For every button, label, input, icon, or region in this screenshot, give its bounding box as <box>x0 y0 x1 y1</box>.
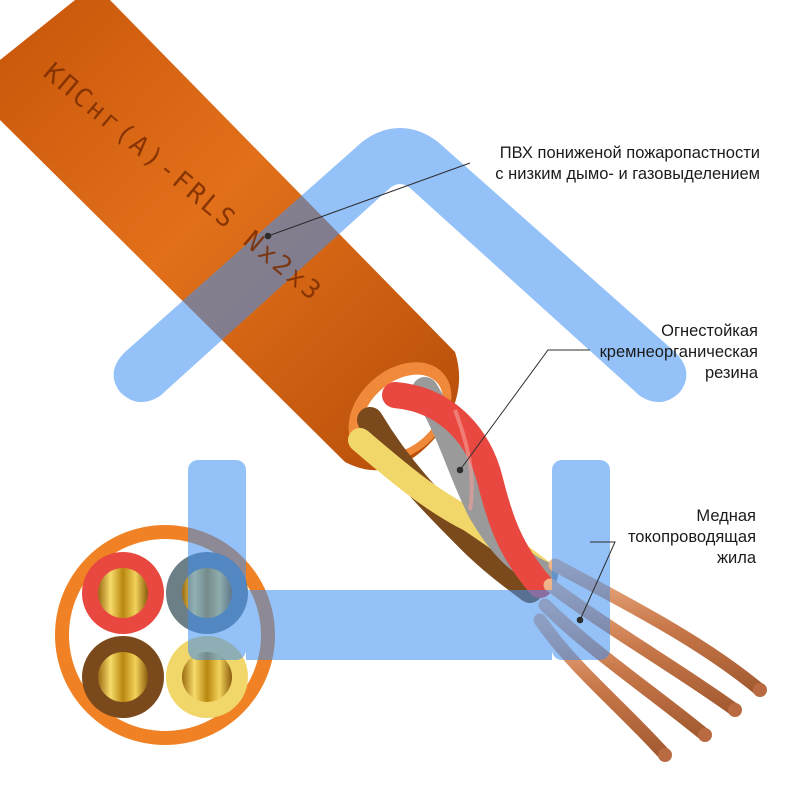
label-conductor-line1: Медная <box>696 507 756 525</box>
twisted-cores <box>348 377 558 603</box>
label-conductor-line2: токопроводящая <box>627 528 756 546</box>
label-insulation-line2: кремнеорганическая <box>599 343 758 361</box>
label-sheath-line1: ПВХ пониженой пожаропастности <box>499 144 760 162</box>
label-sheath-line2: с низким дымо- и газовыделением <box>495 165 760 183</box>
cable-cross-section <box>55 525 275 745</box>
label-sheath: ПВХ пониженой пожаропастности с низким д… <box>495 143 760 185</box>
label-insulation-line1: Огнестойкая <box>661 322 758 340</box>
label-conductor: Медная токопроводящая жила <box>628 506 756 569</box>
label-insulation-line3: резина <box>704 364 758 382</box>
label-conductor-line3: жила <box>716 549 756 567</box>
label-insulation: Огнестойкая кремнеорганическая резина <box>600 321 758 384</box>
leader-lines <box>264 162 616 624</box>
house-icon <box>113 128 687 660</box>
